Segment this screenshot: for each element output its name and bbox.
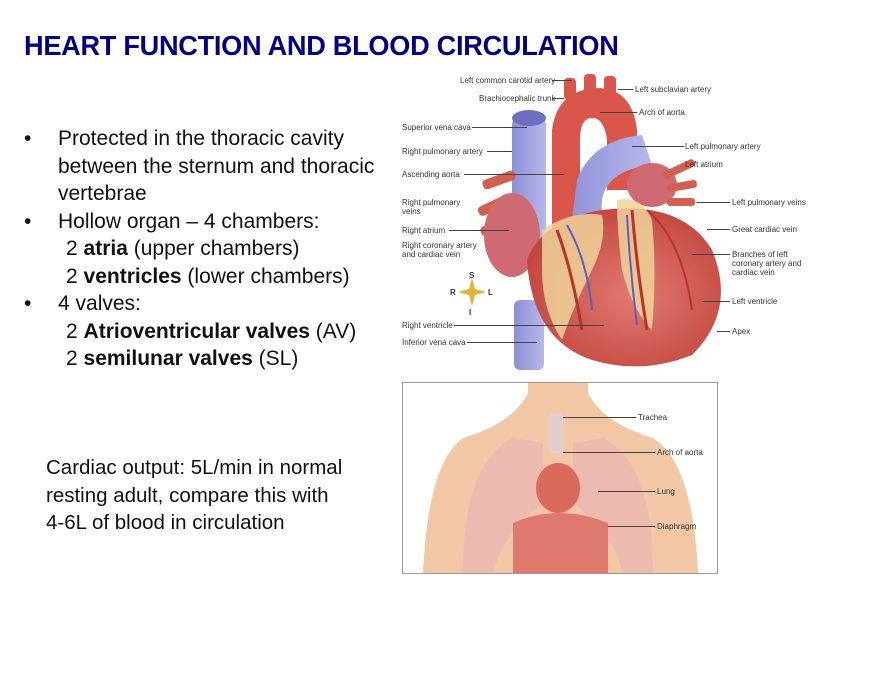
label-left-pulmonary-veins: Left pulmonary veins bbox=[732, 198, 806, 207]
compass-i: I bbox=[469, 308, 472, 317]
orientation-compass-icon bbox=[458, 278, 486, 306]
bullet-protected: • Protected in the thoracic cavity betwe… bbox=[22, 125, 402, 208]
bullet-text: Hollow organ – 4 chambers: bbox=[58, 209, 320, 233]
cardiac-output-note: Cardiac output: 5L/min in normal resting… bbox=[46, 456, 343, 534]
label-right-ventricle: Right ventricle bbox=[402, 321, 453, 330]
slide-title: HEART FUNCTION AND BLOOD CIRCULATION bbox=[24, 30, 619, 61]
label-superior-vena-cava: Superior vena cava bbox=[402, 123, 471, 132]
label-trachea: Trachea bbox=[638, 413, 668, 422]
sub-item-av-valves: 2 Atrioventricular valves (AV) bbox=[66, 319, 357, 343]
bullet-text: 4 valves: bbox=[58, 292, 141, 315]
heart-anatomy-figure: S I R L Left common carotid artery Brach… bbox=[392, 70, 822, 380]
compass-r: R bbox=[450, 288, 456, 297]
label-right-pulmonary-veins: Right pulmonary veins bbox=[402, 198, 461, 216]
heart-illustration bbox=[458, 74, 721, 370]
torso-anatomy-figure: Trachea Arch of aorta Lung Diaphragm bbox=[402, 382, 718, 574]
label-inferior-vena-cava: Inferior vena cava bbox=[402, 338, 466, 347]
label-brachiocephalic-trunk: Brachiocephalic trunk bbox=[479, 94, 556, 103]
label-torso-arch-of-aorta: Arch of aorta bbox=[657, 448, 703, 457]
label-left-pulmonary-artery: Left pulmonary artery bbox=[685, 142, 761, 151]
label-left-common-carotid: Left common carotid artery bbox=[460, 76, 556, 85]
label-left-subclavian: Left subclavian artery bbox=[635, 85, 712, 94]
sub-item-atria: 2 atria (upper chambers) bbox=[66, 237, 300, 260]
bullet-dot: • bbox=[24, 209, 32, 233]
label-ascending-aorta: Ascending aorta bbox=[402, 170, 460, 179]
bullet-dot: • bbox=[24, 292, 32, 315]
label-diaphragm: Diaphragm bbox=[657, 522, 697, 531]
label-left-ventricle: Left ventricle bbox=[732, 297, 778, 306]
label-right-atrium: Right atrium bbox=[402, 226, 446, 235]
label-right-pulmonary-artery: Right pulmonary artery bbox=[402, 147, 483, 156]
label-branches-left-coronary: Branches of left coronary artery and car… bbox=[732, 250, 802, 277]
bullet-list: • Protected in the thoracic cavity betwe… bbox=[22, 125, 402, 373]
label-left-atrium: Left atrium bbox=[685, 160, 723, 169]
label-right-coronary-artery: Right coronary artery and cardiac vein bbox=[402, 241, 477, 259]
compass-l: L bbox=[488, 288, 493, 297]
bullet-text: Protected in the thoracic cavity between… bbox=[58, 127, 375, 205]
bullet-valves: • 4 valves: bbox=[22, 290, 402, 318]
label-great-cardiac-vein: Great cardiac vein bbox=[732, 225, 797, 234]
compass-s: S bbox=[469, 271, 475, 280]
sub-item-ventricles: 2 ventricles (lower chambers) bbox=[66, 264, 350, 288]
label-arch-of-aorta: Arch of aorta bbox=[639, 108, 685, 117]
sub-item-sl-valves: 2 semilunar valves (SL) bbox=[66, 347, 299, 370]
bullet-chambers: • Hollow organ – 4 chambers: bbox=[22, 208, 402, 236]
label-lung: Lung bbox=[657, 487, 675, 496]
label-apex: Apex bbox=[732, 327, 751, 336]
torso-illustration bbox=[423, 383, 698, 573]
bullet-dot: • bbox=[24, 127, 32, 150]
